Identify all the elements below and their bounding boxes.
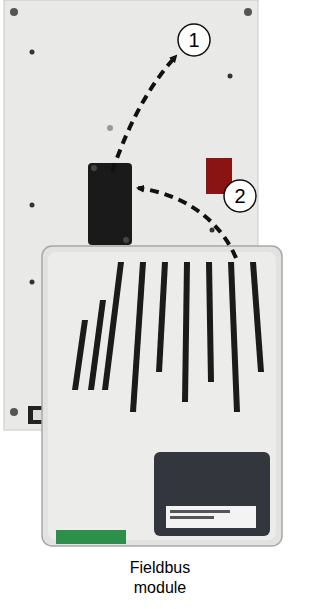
move-arrow [112,56,176,172]
fieldbus-module [42,246,282,546]
callout-circle [178,24,210,56]
part-name: Fieldbus module [105,558,215,598]
callout-number: 1 [182,30,206,50]
vent-slots [72,262,264,412]
bus-connector [154,452,270,536]
module-connector [88,163,132,245]
callout-number: 2 [228,186,252,206]
insert-arrow [138,188,236,258]
callout-circle [224,180,256,212]
